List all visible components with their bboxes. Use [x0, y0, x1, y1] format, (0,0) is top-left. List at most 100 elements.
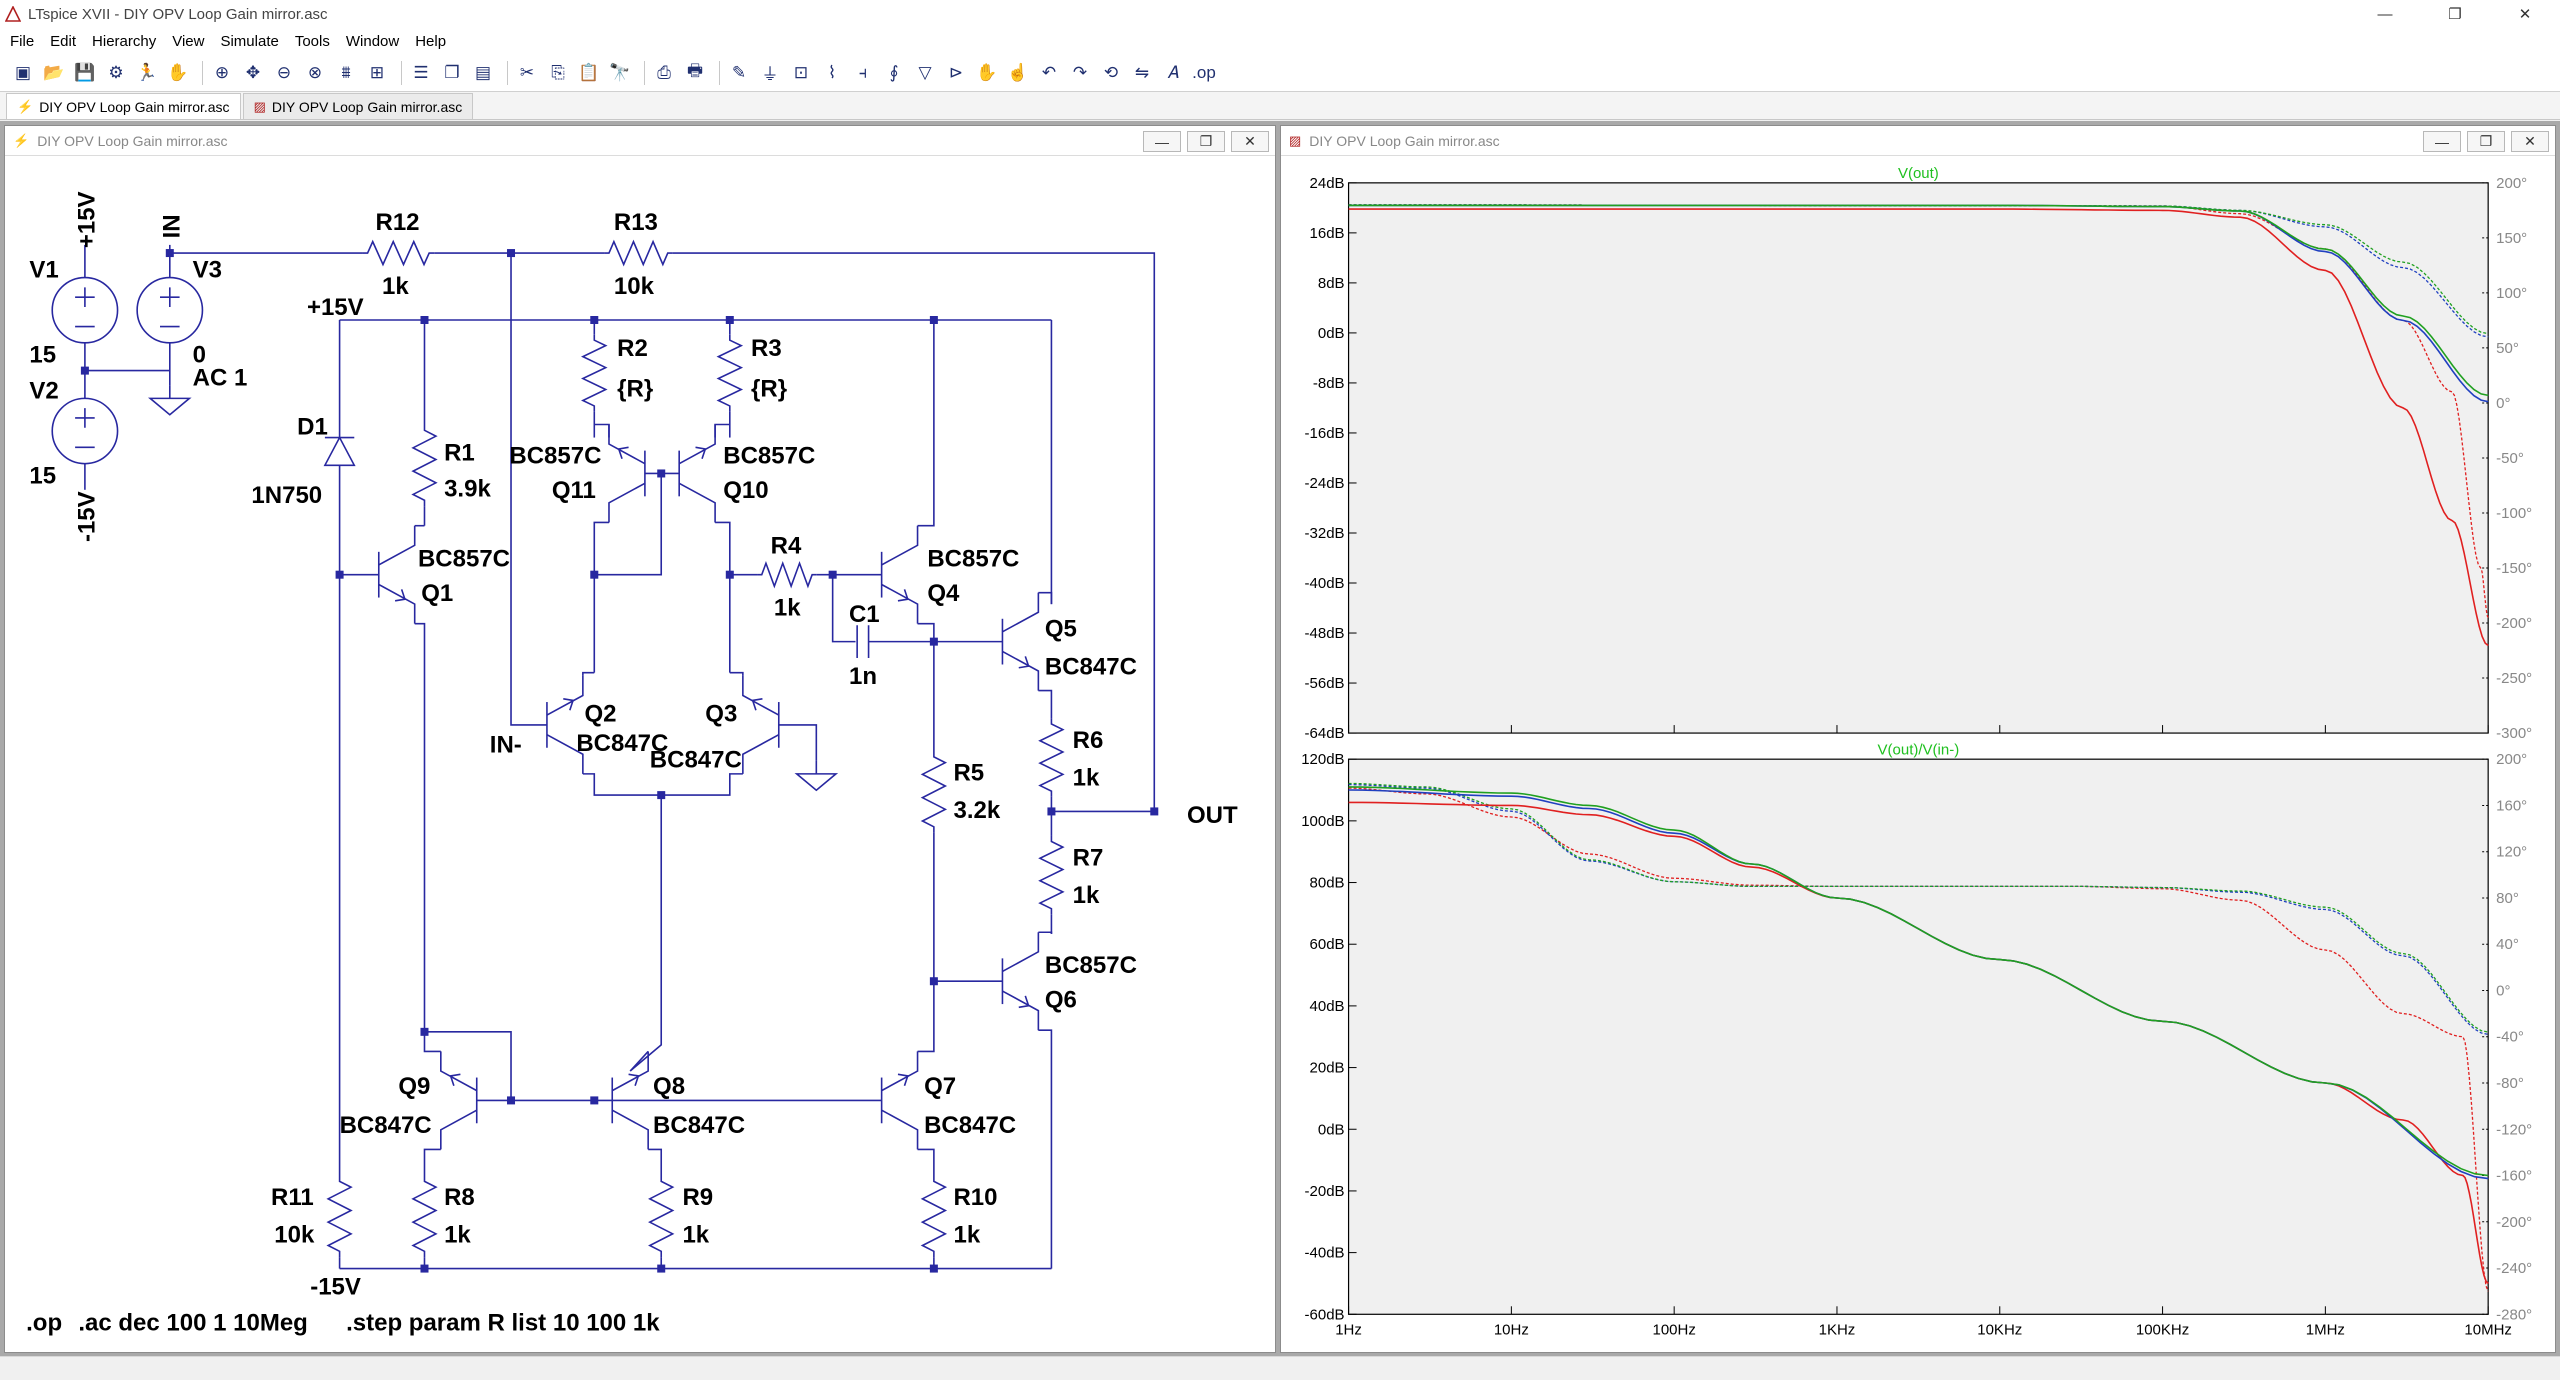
spice-directive[interactable]: .ac dec 100 1 10Meg: [78, 1310, 307, 1337]
q10-transistor[interactable]: [678, 424, 716, 523]
menu-edit[interactable]: Edit: [50, 32, 77, 50]
r12-resistor[interactable]: [362, 239, 435, 267]
phase-trace[interactable]: [1348, 782, 2489, 1033]
print-icon[interactable]: 🖶: [686, 61, 704, 80]
waveform-window-titlebar[interactable]: ▨ DIY OPV Loop Gain mirror.asc — ❐ ✕: [1281, 126, 2555, 156]
label-net-icon[interactable]: ⊡: [793, 62, 809, 82]
q7-transistor[interactable]: [880, 1051, 919, 1150]
plot-area[interactable]: [1347, 182, 2489, 734]
plot-pane-1[interactable]: V(out)24dB16dB8dB0dB-8dB-16dB-24dB-32dB-…: [1305, 165, 2533, 742]
r5-resistor[interactable]: [920, 751, 948, 833]
pan-icon[interactable]: ✥: [245, 62, 261, 82]
magnitude-trace[interactable]: [1348, 786, 2489, 1177]
r3-resistor[interactable]: [716, 334, 744, 412]
r2-resistor[interactable]: [581, 334, 608, 412]
tab-waveform[interactable]: ▨ DIY OPV Loop Gain mirror.asc: [242, 93, 474, 119]
component-icon[interactable]: ⊳: [948, 62, 964, 82]
r7-resistor[interactable]: [1038, 835, 1065, 915]
schematic-window-titlebar[interactable]: ⚡ DIY OPV Loop Gain mirror.asc — ❐ ✕: [5, 126, 1275, 156]
print-preview-icon[interactable]: ⎙: [657, 62, 671, 82]
tab-schematic[interactable]: ⚡ DIY OPV Loop Gain mirror.asc: [6, 93, 241, 119]
c1-capacitor[interactable]: [856, 625, 870, 658]
halt-icon[interactable]: ✋: [167, 62, 189, 82]
child-minimize-button[interactable]: —: [2423, 131, 2461, 152]
paste-icon[interactable]: 📋: [578, 62, 600, 82]
draw-wire-icon[interactable]: ✎: [731, 62, 747, 82]
q9-transistor[interactable]: [440, 1051, 478, 1150]
copy-icon[interactable]: ⎘: [551, 62, 565, 82]
menu-hierarchy[interactable]: Hierarchy: [92, 32, 157, 50]
minimize-button[interactable]: —: [2377, 5, 2393, 23]
move-icon[interactable]: ✋: [976, 62, 998, 82]
zoom-area-icon[interactable]: ⊕: [214, 62, 230, 82]
r10-resistor[interactable]: [920, 1175, 948, 1258]
undo-icon[interactable]: ↶: [1041, 62, 1057, 82]
child-close-button[interactable]: ✕: [2511, 131, 2549, 152]
open-icon[interactable]: 📂: [43, 62, 65, 82]
redo-icon[interactable]: ↷: [1072, 62, 1088, 82]
phase-trace[interactable]: [1348, 204, 2489, 338]
q2-transistor[interactable]: [546, 675, 584, 774]
q5-transistor[interactable]: [1001, 592, 1040, 691]
trace-title[interactable]: V(out): [1898, 165, 1939, 182]
r4-resistor[interactable]: [757, 560, 817, 589]
spice-directive-icon[interactable]: .op: [1192, 62, 1216, 82]
menu-view[interactable]: View: [172, 32, 205, 50]
child-maximize-button[interactable]: ❐: [1187, 131, 1225, 152]
q3-transistor[interactable]: [742, 675, 780, 774]
text-icon[interactable]: 𝐴: [1167, 62, 1179, 82]
r1-resistor[interactable]: [411, 424, 438, 507]
r8-resistor[interactable]: [411, 1175, 438, 1258]
close-button[interactable]: ✕: [2518, 6, 2532, 23]
drag-icon[interactable]: ☝: [1007, 62, 1029, 82]
phase-trace[interactable]: [1348, 204, 2489, 335]
control-panel-icon[interactable]: ⚙: [108, 62, 124, 82]
child-maximize-button[interactable]: ❐: [2467, 131, 2505, 152]
magnitude-trace[interactable]: [1348, 208, 2489, 647]
d1-diode[interactable]: [323, 435, 356, 467]
q6-transistor[interactable]: [1001, 932, 1040, 1031]
menu-tools[interactable]: Tools: [294, 32, 330, 50]
cut-icon[interactable]: ✂: [519, 62, 535, 82]
tile-horizontal-icon[interactable]: ☰: [413, 62, 429, 82]
q11-transistor[interactable]: [608, 424, 646, 523]
menu-window[interactable]: Window: [345, 32, 400, 50]
inductor-icon[interactable]: ∮: [889, 62, 899, 82]
q8-transistor[interactable]: [611, 1051, 649, 1150]
clear-icon[interactable]: ⊞: [369, 62, 385, 82]
menu-help[interactable]: Help: [415, 32, 447, 50]
capacitor-icon[interactable]: ⫞: [858, 62, 868, 82]
magnitude-trace[interactable]: [1348, 204, 2489, 397]
v3-source[interactable]: [136, 276, 204, 344]
waveform-canvas[interactable]: V(out)24dB16dB8dB0dB-8dB-16dB-24dB-32dB-…: [1281, 156, 2555, 1352]
zoom-fit-icon[interactable]: ⊗: [307, 62, 323, 82]
q1-transistor[interactable]: [377, 525, 416, 624]
spice-directive[interactable]: .op: [26, 1310, 62, 1337]
trace-title[interactable]: V(out)/V(in-): [1878, 741, 1960, 758]
ground-icon[interactable]: ⏚: [761, 65, 779, 84]
resistor-icon[interactable]: ⌇: [827, 62, 837, 82]
save-icon[interactable]: 💾: [74, 62, 96, 82]
menu-simulate[interactable]: Simulate: [220, 32, 279, 50]
q4-transistor[interactable]: [880, 525, 919, 624]
spice-directive[interactable]: .step param R list 10 100 1k: [346, 1310, 660, 1337]
r6-resistor[interactable]: [1038, 718, 1065, 797]
waveform-window[interactable]: ▨ DIY OPV Loop Gain mirror.asc — ❐ ✕ V(o…: [1280, 125, 2556, 1353]
cascade-icon[interactable]: ❐: [444, 62, 460, 82]
tile-vertical-icon[interactable]: ▤: [474, 62, 492, 82]
v1-source[interactable]: [51, 276, 119, 344]
plot-pane-2[interactable]: V(out)/V(in-)120dB100dB80dB60dB40dB20dB0…: [1301, 741, 2532, 1338]
r9-resistor[interactable]: [648, 1175, 675, 1258]
new-schematic-icon[interactable]: ▣: [14, 62, 32, 82]
autorange-icon[interactable]: ⩩: [341, 62, 351, 82]
restore-button[interactable]: ❐: [2448, 6, 2462, 23]
rotate-icon[interactable]: ⟲: [1103, 62, 1119, 82]
plot-area[interactable]: [1347, 758, 2489, 1315]
find-icon[interactable]: 🔭: [609, 62, 631, 82]
mirror-icon[interactable]: ⇋: [1134, 62, 1150, 82]
diode-icon[interactable]: ▽: [918, 62, 932, 82]
r13-resistor[interactable]: [604, 239, 673, 267]
zoom-out-icon[interactable]: ⊖: [276, 62, 292, 82]
